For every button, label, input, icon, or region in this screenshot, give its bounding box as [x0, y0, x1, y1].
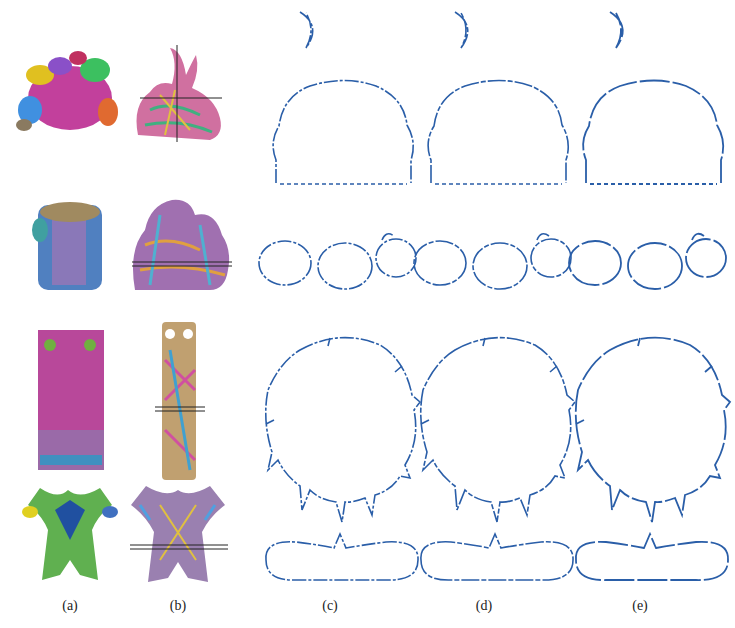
- panel-label: (b): [170, 598, 186, 614]
- point-rendering: [130, 45, 232, 582]
- slice-contour: [259, 12, 730, 580]
- panel-label: (a): [62, 598, 78, 614]
- panel-label: (e): [632, 598, 648, 614]
- panel-label: (d): [476, 598, 492, 614]
- panel-label: (c): [322, 598, 338, 614]
- segment-rendering: [16, 51, 118, 580]
